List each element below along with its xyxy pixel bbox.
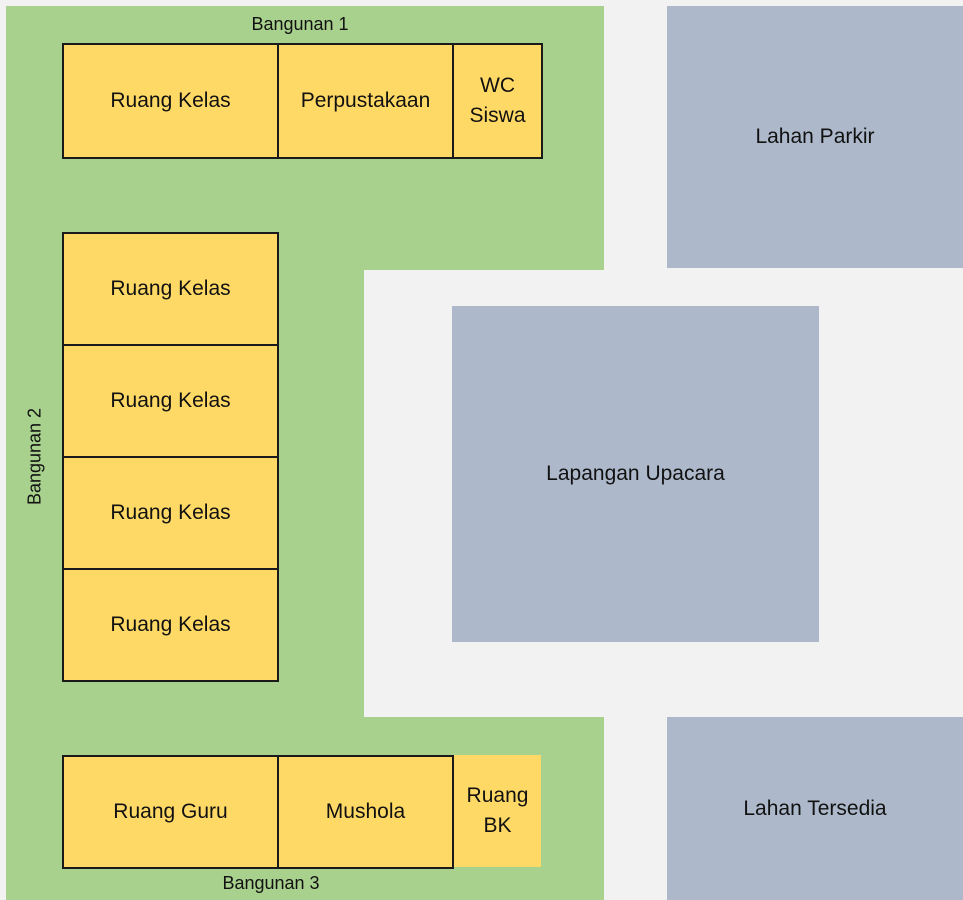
room-ruang-kelas-b2-1: Ruang Kelas (62, 232, 279, 346)
room-label: Ruang Kelas (110, 612, 231, 636)
bangunan-1-label: Bangunan 1 (251, 14, 349, 34)
lahan-tersedia-area: Lahan Tersedia (667, 717, 963, 900)
room-wc-siswa: WC Siswa (452, 43, 543, 159)
lahan-parkir-label: Lahan Parkir (755, 125, 875, 148)
room-label: Ruang Kelas (110, 276, 231, 300)
room-label: Ruang Guru (113, 799, 228, 823)
room-ruang-guru: Ruang Guru (62, 755, 279, 869)
room-ruang-kelas-b1: Ruang Kelas (62, 43, 279, 159)
room-label: Ruang Kelas (110, 500, 231, 524)
bangunan-2-label: Bangunan 2 (24, 407, 45, 506)
room-label-line2: Siswa (469, 104, 526, 127)
lahan-tersedia-label: Lahan Tersedia (743, 796, 887, 820)
room-label: Mushola (325, 799, 406, 823)
room-ruang-kelas-b2-3: Ruang Kelas (62, 456, 279, 570)
room-label: Ruang Kelas (110, 88, 231, 112)
room-label-line1: Ruang (466, 783, 529, 807)
room-mushola: Mushola (277, 755, 454, 869)
room-ruang-kelas-b2-2: Ruang Kelas (62, 344, 279, 458)
room-ruang-bk: Ruang BK (454, 755, 541, 867)
room-label: Ruang Kelas (110, 388, 231, 412)
lapangan-upacara-area: Lapangan Upacara (452, 306, 819, 642)
bangunan-3-label: Bangunan 3 (222, 873, 320, 893)
room-ruang-kelas-b2-4: Ruang Kelas (62, 568, 279, 682)
room-perpustakaan: Perpustakaan (277, 43, 454, 159)
room-label: Perpustakaan (300, 88, 431, 112)
room-label-line1: WC (480, 73, 515, 97)
lapangan-upacara-label: Lapangan Upacara (546, 462, 725, 485)
lahan-parkir-area: Lahan Parkir (667, 6, 963, 268)
room-label-line2: BK (483, 814, 512, 837)
